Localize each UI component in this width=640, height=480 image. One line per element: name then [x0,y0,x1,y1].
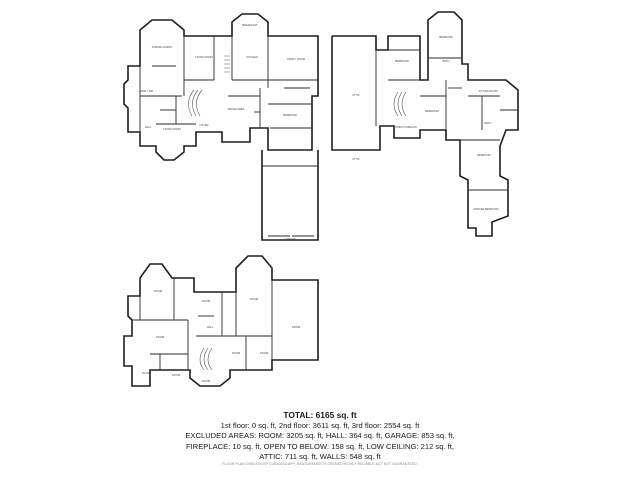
svg-text:ROOM: ROOM [202,299,210,303]
svg-text:BREAKFAST: BREAKFAST [242,23,258,27]
svg-text:BEDROOM: BEDROOM [425,109,438,113]
svg-text:HALL: HALL [207,325,214,329]
floor-plan-main: FORMAL DINING LIVING ROOM BREAKFAST KITC… [123,13,319,241]
svg-text:BATH: BATH [443,59,450,63]
svg-text:KITCHEN: KITCHEN [246,55,258,59]
svg-text:ROOM: ROOM [142,371,150,375]
svg-text:ROOM: ROOM [172,373,180,377]
svg-text:BATH: BATH [485,121,492,125]
svg-text:SITTING ROOM: SITTING ROOM [478,89,497,93]
svg-text:FAMILY RM: FAMILY RM [139,89,153,93]
svg-text:LIVING ROOM: LIVING ROOM [195,55,212,59]
svg-text:ROOM: ROOM [292,325,300,329]
disclaimer-footnote: FLOOR PLAN CREATED BY CUBICASA APP. MEAS… [222,462,418,466]
svg-text:ROOM: ROOM [156,335,164,339]
svg-text:ROOM: ROOM [202,379,210,383]
svg-text:GARAGE: GARAGE [284,237,295,241]
excluded-areas-line-1: EXCLUDED AREAS: ROOM: 3205 sq. ft, HALL:… [185,431,455,441]
area-summary: TOTAL: 6165 sq. ft 1st floor: 0 sq. ft, … [0,410,640,463]
floor-plan-upper: ATTIC BEDROOM BEDROOM BATH BEDROOM OPEN … [331,11,519,237]
svg-text:ROOM: ROOM [232,351,240,355]
svg-text:LIVING ROOM: LIVING ROOM [163,127,180,131]
svg-text:DINING AREA: DINING AREA [228,107,245,111]
svg-text:FOYER: FOYER [200,123,209,127]
svg-text:FAMILY ROOM: FAMILY ROOM [287,57,305,61]
svg-text:BEDROOM: BEDROOM [395,59,408,63]
total-area: TOTAL: 6165 sq. ft [283,410,357,420]
floor-areas: 1st floor: 0 sq. ft, 2nd floor: 3611 sq.… [220,420,420,430]
svg-text:BEDROOM: BEDROOM [477,153,490,157]
svg-text:HALL: HALL [145,125,152,129]
svg-text:ATTIC: ATTIC [352,157,359,161]
floor-plan-lower: ROOM ROOM ROOM ROOM ROOM HALL ROOM ROOM … [123,255,319,387]
floor-plans-drawing: FORMAL DINING LIVING ROOM BREAKFAST KITC… [123,11,519,387]
svg-text:ROOM: ROOM [154,289,162,293]
svg-text:MASTER BEDROOM: MASTER BEDROOM [474,207,499,211]
svg-text:OPEN TO BELOW: OPEN TO BELOW [395,125,417,129]
svg-text:BEDROOM: BEDROOM [439,35,452,39]
svg-text:ATTIC: ATTIC [352,93,359,97]
svg-text:ROOM: ROOM [260,351,268,355]
svg-text:BEDROOM: BEDROOM [283,113,296,117]
excluded-areas-line-3: ATTIC: 711 sq. ft, WALLS: 548 sq. ft [259,452,381,462]
excluded-areas-line-2: FIREPLACE: 10 sq. ft, OPEN TO BELOW: 158… [186,441,454,451]
svg-text:FORMAL DINING: FORMAL DINING [152,45,173,49]
svg-text:ROOM: ROOM [250,297,258,301]
